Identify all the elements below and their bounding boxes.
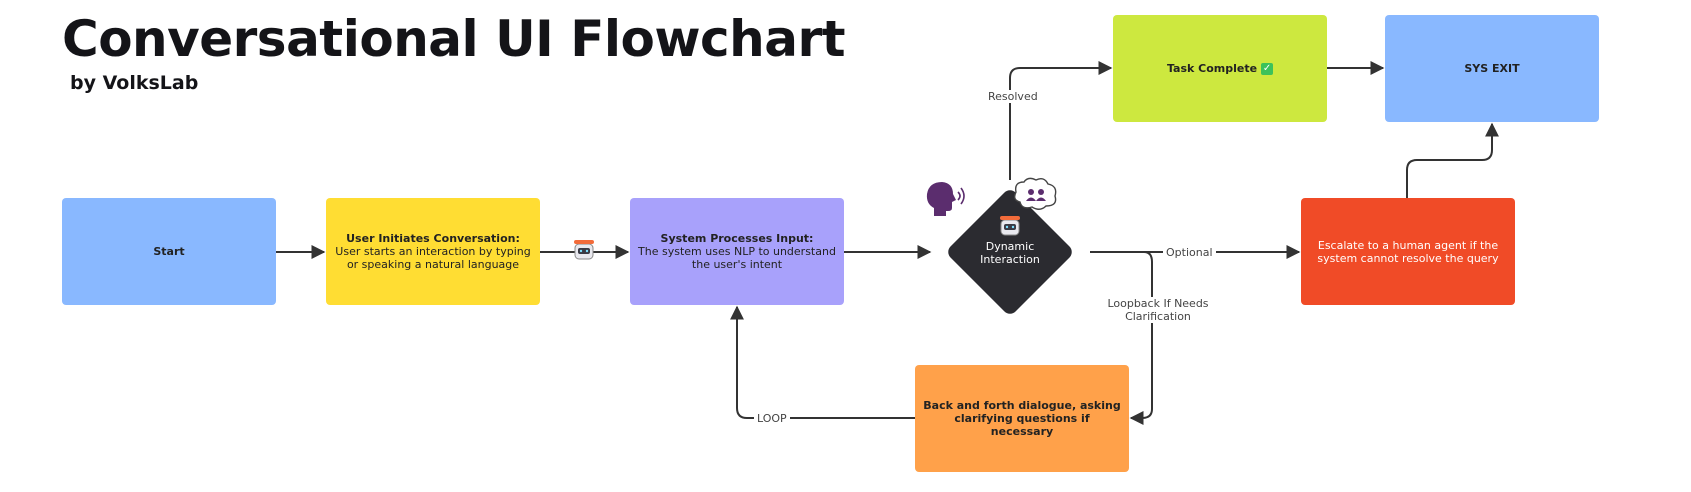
page-title: Conversational UI Flowchart bbox=[62, 10, 846, 68]
dynamic-interaction-diamond bbox=[948, 190, 1072, 314]
edge-dialogue-to-system bbox=[730, 305, 915, 419]
node-escalate: Escalate to a human agent if the system … bbox=[1301, 198, 1515, 305]
node-system-title: System Processes Input: bbox=[660, 232, 814, 245]
node-system-text: The system uses NLP to understand the us… bbox=[638, 245, 836, 271]
node-exit-label: SYS EXIT bbox=[1464, 62, 1520, 75]
edge-escalate-to-exit bbox=[1406, 122, 1499, 198]
node-user-title: User Initiates Conversation: bbox=[346, 232, 520, 245]
people-bubble-icon bbox=[1013, 177, 1057, 210]
node-dialogue: Back and forth dialogue, asking clarifyi… bbox=[915, 365, 1129, 472]
edge-dynamic-to-dialogue bbox=[1090, 251, 1153, 425]
node-system-processes: System Processes Input: The system uses … bbox=[630, 198, 844, 305]
robot-icon bbox=[1000, 216, 1020, 236]
node-dialogue-label: Back and forth dialogue, asking clarifyi… bbox=[923, 399, 1121, 438]
edge-dynamic-to-task bbox=[1009, 61, 1113, 180]
page-subtitle: by VolksLab bbox=[70, 72, 199, 94]
edge-label-loopback: Loopback If Needs Clarification bbox=[1100, 297, 1216, 323]
edge-label-resolved: Resolved bbox=[985, 90, 1041, 103]
node-user-initiates: User Initiates Conversation: User starts… bbox=[326, 198, 540, 305]
edge-label-loop: LOOP bbox=[754, 412, 790, 425]
node-sys-exit: SYS EXIT bbox=[1385, 15, 1599, 122]
dynamic-interaction-label: Dynamic Interaction bbox=[980, 240, 1040, 266]
check-icon: ✓ bbox=[1261, 63, 1274, 75]
node-task-complete: Task Complete✓ bbox=[1113, 15, 1327, 122]
node-user-text: User starts an interaction by typing or … bbox=[335, 245, 531, 271]
edge-label-optional: Optional bbox=[1163, 246, 1216, 259]
node-escalate-label: Escalate to a human agent if the system … bbox=[1317, 238, 1499, 265]
node-task-label: Task Complete bbox=[1166, 62, 1258, 75]
node-start: Start bbox=[62, 198, 276, 305]
speaking-head-icon bbox=[926, 182, 965, 216]
robot-icon bbox=[574, 240, 594, 260]
node-start-label: Start bbox=[153, 245, 185, 258]
